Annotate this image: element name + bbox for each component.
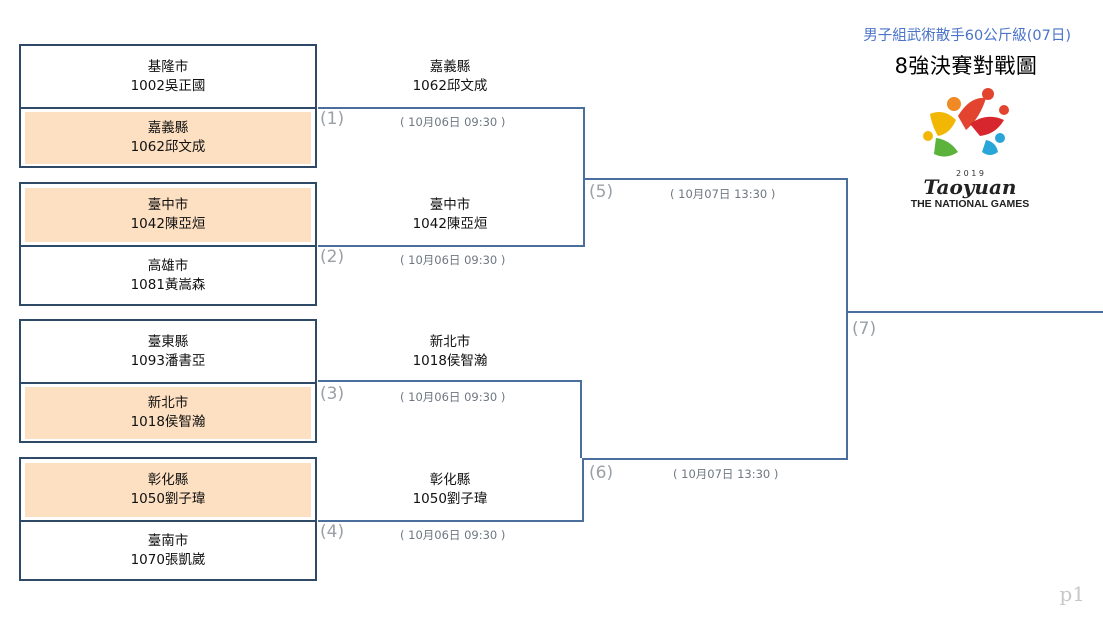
competitor-region: 臺南市 bbox=[147, 533, 189, 549]
match-4-box: 彰化縣 1050劉子瑋臺南市 1070張凱崴 bbox=[19, 457, 317, 581]
match-time-6: ( 10月07日 13:30 ) bbox=[673, 467, 779, 481]
match-3-box: 臺東縣 1093潘書亞新北市 1018侯智瀚 bbox=[19, 319, 317, 443]
match-number-2: (2) bbox=[320, 247, 345, 267]
competitor-region: 臺東縣 bbox=[147, 334, 189, 350]
competitor-top: 基隆市 1002吳正國 bbox=[23, 48, 313, 106]
winner-region: 嘉義縣 bbox=[429, 59, 471, 75]
connector-line bbox=[582, 458, 847, 460]
winner-region: 新北市 bbox=[429, 334, 471, 350]
match-number-6: (6) bbox=[589, 463, 614, 483]
competitor-top: 臺中市 1042陳亞烜 bbox=[25, 188, 311, 242]
match-3-winner: 新北市 1018侯智瀚 bbox=[320, 333, 580, 371]
competitor-bottom: 新北市 1018侯智瀚 bbox=[25, 387, 311, 439]
box-divider bbox=[21, 107, 315, 109]
connector-line bbox=[318, 380, 581, 382]
event-title: 男子組武術散手60公斤級(07日) bbox=[863, 28, 1071, 44]
competitor-entry: 1042陳亞烜 bbox=[130, 216, 206, 232]
logo-subtitle: THE NATIONAL GAMES bbox=[910, 198, 1030, 210]
connector-line bbox=[583, 107, 585, 247]
connector-line bbox=[846, 311, 1103, 313]
match-number-5: (5) bbox=[589, 182, 614, 202]
competitor-region: 新北市 bbox=[147, 395, 189, 411]
competitor-region: 彰化縣 bbox=[147, 472, 189, 488]
match-time-3: ( 10月06日 09:30 ) bbox=[400, 390, 506, 404]
competitor-entry: 1002吳正國 bbox=[130, 78, 206, 94]
connector-line bbox=[582, 458, 584, 522]
connector-line bbox=[318, 520, 584, 522]
competitor-bottom: 嘉義縣 1062邱文成 bbox=[25, 112, 311, 164]
connector-line bbox=[318, 245, 584, 247]
competitor-bottom: 高雄市 1081黃嵩森 bbox=[23, 248, 313, 304]
box-divider bbox=[21, 245, 315, 247]
competitor-entry: 1050劉子瑋 bbox=[130, 491, 206, 507]
match-1-box: 基隆市 1002吳正國嘉義縣 1062邱文成 bbox=[19, 44, 317, 168]
connector-line bbox=[580, 380, 582, 458]
winner-entry: 1018侯智瀚 bbox=[412, 353, 488, 369]
match-time-5: ( 10月07日 13:30 ) bbox=[670, 187, 776, 201]
competitor-entry: 1018侯智瀚 bbox=[130, 414, 206, 430]
match-number-4: (4) bbox=[320, 522, 345, 542]
match-time-1: ( 10月06日 09:30 ) bbox=[400, 115, 506, 129]
competitor-entry: 1081黃嵩森 bbox=[130, 277, 206, 293]
competitor-entry: 1070張凱崴 bbox=[130, 552, 206, 568]
winner-entry: 1042陳亞烜 bbox=[412, 216, 488, 232]
competitor-bottom: 臺南市 1070張凱崴 bbox=[23, 523, 313, 579]
taoyuan-games-logo: 2 0 1 9 Taoyuan bbox=[923, 88, 1017, 199]
svg-text:Taoyuan: Taoyuan bbox=[924, 175, 1017, 199]
connector-line bbox=[584, 178, 847, 180]
competitor-region: 臺中市 bbox=[147, 197, 189, 213]
winner-entry: 1050劉子瑋 bbox=[412, 491, 488, 507]
match-2-box: 臺中市 1042陳亞烜高雄市 1081黃嵩森 bbox=[19, 182, 317, 306]
winner-region: 臺中市 bbox=[429, 197, 471, 213]
match-time-4: ( 10月06日 09:30 ) bbox=[400, 528, 506, 542]
match-1-winner: 嘉義縣 1062邱文成 bbox=[320, 58, 580, 96]
match-number-1: (1) bbox=[320, 109, 345, 129]
page-number: p1 bbox=[1059, 582, 1085, 606]
connector-line bbox=[318, 107, 584, 109]
competitor-top: 臺東縣 1093潘書亞 bbox=[23, 323, 313, 381]
match-2-winner: 臺中市 1042陳亞烜 bbox=[320, 196, 580, 234]
box-divider bbox=[21, 520, 315, 522]
competitor-entry: 1062邱文成 bbox=[130, 139, 206, 155]
connector-line bbox=[846, 178, 848, 460]
bracket-title: 8強決賽對戰圖 bbox=[894, 54, 1038, 78]
winner-region: 彰化縣 bbox=[429, 472, 471, 488]
competitor-entry: 1093潘書亞 bbox=[130, 353, 206, 369]
match-time-2: ( 10月06日 09:30 ) bbox=[400, 253, 506, 267]
match-4-winner: 彰化縣 1050劉子瑋 bbox=[320, 471, 580, 509]
match-number-3: (3) bbox=[320, 384, 345, 404]
match-number-7: (7) bbox=[852, 319, 877, 339]
svg-text:2 0 1 9: 2 0 1 9 bbox=[956, 169, 984, 178]
winner-entry: 1062邱文成 bbox=[412, 78, 488, 94]
competitor-region: 高雄市 bbox=[147, 258, 189, 274]
competitor-region: 嘉義縣 bbox=[147, 120, 189, 136]
box-divider bbox=[21, 382, 315, 384]
competitor-top: 彰化縣 1050劉子瑋 bbox=[25, 463, 311, 517]
competitor-region: 基隆市 bbox=[147, 59, 189, 75]
